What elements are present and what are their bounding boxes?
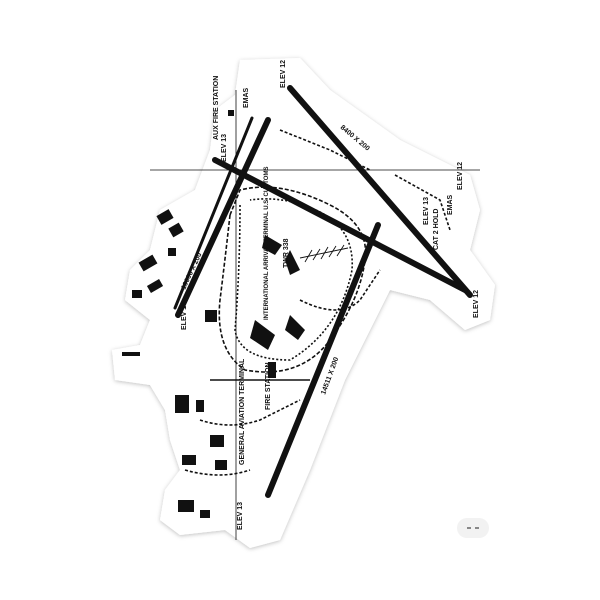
label-elev-bottom: ELEV 13 bbox=[237, 502, 244, 530]
label-cat2-hold: CAT 2 HOLD bbox=[433, 209, 440, 250]
runways bbox=[173, 85, 473, 498]
label-aux-fire-station: AUX FIRE STATION bbox=[213, 76, 220, 140]
runway-cross bbox=[212, 157, 468, 293]
labels: AUX FIRE STATION EMAS ELEV 12 ELEV 13 84… bbox=[180, 60, 480, 530]
label-emas-right: EMAS bbox=[447, 194, 454, 215]
runway-long bbox=[265, 222, 381, 498]
hatched-area bbox=[299, 244, 349, 263]
label-fire-station: FIRE STATION bbox=[265, 362, 272, 410]
label-elev-bottom-right: ELEV 12 bbox=[473, 290, 480, 318]
runway-top bbox=[287, 85, 473, 298]
label-elev-right2: ELEV 13 bbox=[423, 197, 430, 225]
label-elev-right: ELEV 12 bbox=[457, 162, 464, 190]
dot-1[interactable] bbox=[467, 527, 471, 529]
label-emas-top: EMAS bbox=[243, 87, 250, 108]
sticker-backing bbox=[112, 58, 495, 548]
label-elev-nw: ELEV 13 bbox=[221, 134, 228, 162]
label-intl-terminal: INTERNATIONAL ARRIVAL TERMINAL U.S. CUST… bbox=[264, 167, 270, 320]
runway-diag-2 bbox=[173, 116, 254, 310]
label-tower: TWR 338 bbox=[283, 238, 290, 268]
label-elev-top: ELEV 12 bbox=[280, 60, 287, 88]
buildings bbox=[122, 110, 305, 518]
dot-2[interactable] bbox=[475, 527, 479, 529]
runway-diag bbox=[175, 117, 271, 318]
label-ga-terminal: GENERAL AVIATION TERMINAL bbox=[239, 358, 246, 465]
label-elev-left: ELEV 13 bbox=[181, 302, 188, 330]
carousel-dots[interactable] bbox=[457, 518, 489, 538]
taxiways bbox=[150, 90, 480, 540]
